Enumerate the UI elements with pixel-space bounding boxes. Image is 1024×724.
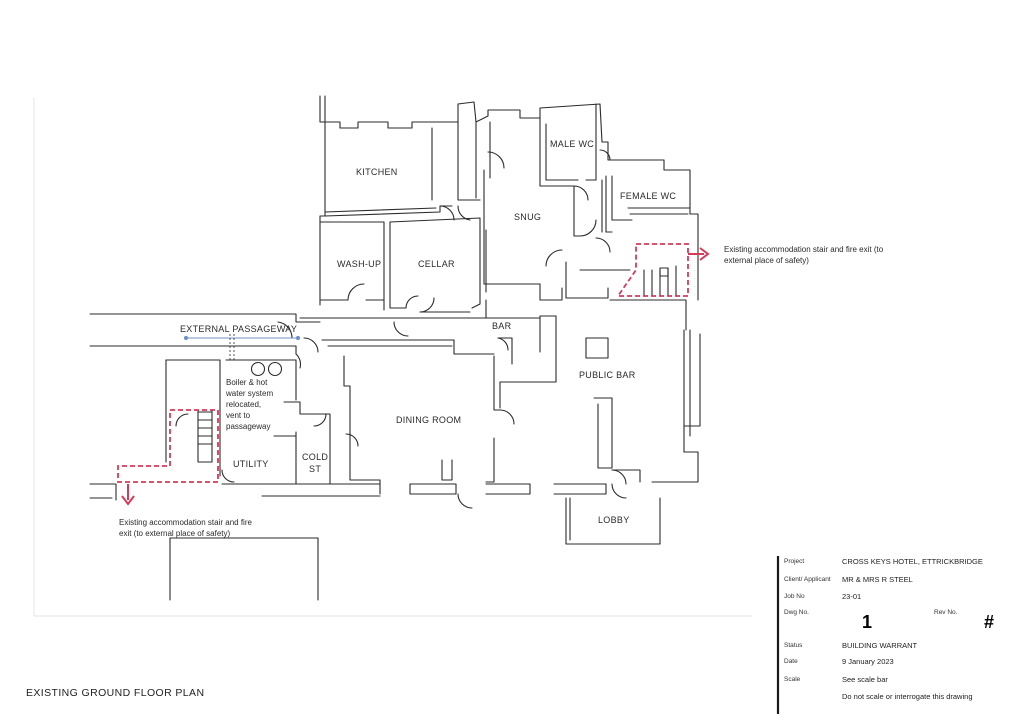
- note-fire-exit-right-line: external place of safety): [724, 256, 809, 265]
- service-line: [183, 335, 301, 341]
- sheet-title: EXISTING GROUND FLOOR PLAN: [26, 687, 205, 699]
- status-value: BUILDING WARRANT: [842, 641, 918, 650]
- fire-exit-arrows: [121, 247, 710, 506]
- scale-label: Scale: [784, 676, 801, 683]
- date-value: 9 January 2023: [842, 657, 894, 666]
- room-label-wash-up: WASH-UP: [337, 259, 382, 269]
- fire-exit-routes: [117, 243, 689, 483]
- room-label-dining-room: DINING ROOM: [396, 415, 462, 425]
- dwg-label: Dwg No.: [784, 609, 809, 616]
- dwg-value: 1: [862, 612, 873, 632]
- job-label: Job No: [784, 593, 805, 600]
- room-label-bar: BAR: [492, 321, 512, 331]
- project-value: CROSS KEYS HOTEL, ETTRICKBRIDGE: [842, 557, 983, 566]
- note-boiler-line: Boiler & hot: [226, 378, 268, 387]
- note-boiler-line: passageway: [226, 422, 271, 431]
- room-label-male-wc: MALE WC: [550, 139, 595, 149]
- date-label: Date: [784, 658, 798, 665]
- room-label-female-wc: FEMALE WC: [620, 191, 677, 201]
- cold-store-line-2: ST: [309, 464, 322, 474]
- note-fire-exit-left-line: Existing accommodation stair and fire: [119, 518, 252, 527]
- room-label-kitchen: KITCHEN: [356, 167, 398, 177]
- note-fire-exit-left-line: exit (to external place of safety): [119, 529, 231, 538]
- note-fire-exit-right: Existing accommodation stair and fire ex…: [724, 244, 883, 266]
- project-label: Project: [784, 558, 805, 565]
- room-label-public-bar: PUBLIC BAR: [579, 370, 636, 380]
- note-boiler: Boiler & hot water system relocated, ven…: [226, 377, 273, 432]
- note-boiler-line: relocated,: [226, 400, 262, 409]
- rev-label: Rev No.: [934, 609, 958, 616]
- room-label-lobby: LOBBY: [598, 515, 630, 525]
- rev-value: #: [984, 612, 995, 632]
- note-boiler-line: water system: [226, 389, 274, 398]
- room-label-external-passageway: EXTERNAL PASSAGEWAY: [180, 324, 298, 334]
- note-fire-exit-right-line: Existing accommodation stair and fire ex…: [724, 245, 884, 254]
- scale-note: Do not scale or interrogate this drawing: [842, 692, 973, 701]
- plan-walls: [33, 95, 753, 617]
- room-label-snug: SNUG: [514, 212, 542, 222]
- scale-value: See scale bar: [842, 675, 888, 684]
- note-boiler-line: vent to: [226, 411, 251, 420]
- job-value: 23-01: [842, 592, 862, 601]
- status-label: Status: [784, 642, 803, 649]
- room-label-utility: UTILITY: [233, 459, 269, 469]
- cold-store-line-1: COLD: [302, 452, 329, 462]
- room-label-cold-store: COLD ST: [302, 451, 328, 475]
- note-fire-exit-left: Existing accommodation stair and fire ex…: [119, 517, 252, 539]
- client-label: Client/ Applicant: [784, 576, 831, 583]
- room-label-cellar: CELLAR: [418, 259, 455, 269]
- client-value: MR & MRS R STEEL: [842, 575, 913, 584]
